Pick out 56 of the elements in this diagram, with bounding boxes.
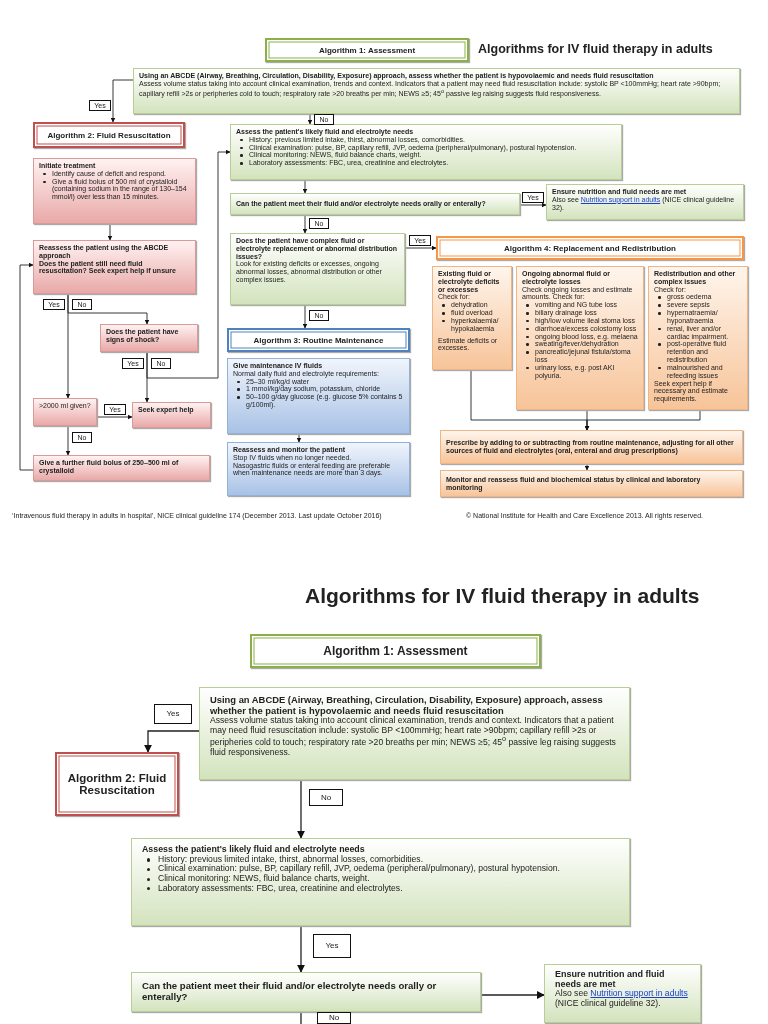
process-box [230, 124, 622, 180]
algorithm-heading-box [227, 328, 410, 352]
process-box [648, 266, 748, 410]
edge-label: No [317, 1012, 351, 1024]
process-box [516, 266, 644, 410]
process-box [199, 687, 630, 780]
algorithm-heading-box [33, 122, 185, 148]
algorithm-heading-box [55, 752, 179, 816]
process-box [230, 233, 405, 305]
body-text: Also see Nutrition support in adults (NICE clinical guideline 32). [555, 989, 689, 1009]
process-box [33, 398, 97, 426]
heading-text: Can the patient meet their fluid and/or electrolyte needs orally or enterally? [142, 981, 438, 1003]
algorithm-heading-box [436, 236, 744, 260]
process-box [432, 266, 512, 370]
arrow [144, 730, 200, 753]
algorithm-heading-box [265, 38, 469, 62]
heading-text: Algorithm 2: Fluid Resuscitation [66, 772, 168, 796]
process-box [440, 430, 743, 464]
body-text: Assess volume status taking into account clinical examination, trends and context. Indicators that a patient may need fluid resuscitation include: systolic BP <100mmHg; heart rate >90bpm; capillary refill >2s or peripheries cold to touch; respiratory rate >20 breaths per min; NEWS ≥5; 45$^{o}$ passive leg raising suggests fluid responsiveness. [210, 716, 617, 758]
heading-text: Ensure nutrition and fluid needs are met [555, 969, 665, 990]
process-box [100, 324, 198, 352]
bullet-text: Clinical monitoring: NEWS, fluid balance charts, weight. [158, 874, 370, 884]
edge-label: No [309, 789, 343, 806]
arrow [480, 991, 545, 999]
process-box [227, 442, 410, 496]
heading-text: Assess the patient's likely fluid and electrolyte needs [142, 845, 366, 855]
process-box [132, 402, 211, 428]
process-box [546, 184, 744, 220]
algorithm-heading-box [250, 634, 541, 668]
edge-label: Yes [154, 704, 192, 724]
bullet-text: Clinical examination: pulse, BP, capillary refill, JVP, oedema (peripheral/pulmonary), postural hypotension. [158, 864, 560, 875]
heading-text: Algorithm 2: Fluid Resuscitation [47, 130, 171, 140]
title: Algorithms for IV fluid therapy in adults [305, 584, 700, 608]
bullet-text: History: previous limited intake, thirst, abnormal losses, comorbidities. [158, 854, 424, 865]
process-box [131, 972, 481, 1012]
heading-text: Algorithm 1: Assessment [323, 644, 468, 658]
process-box [133, 68, 740, 114]
heading-text: Algorithm 4: Replacement and Redistribution [504, 243, 676, 253]
process-box [131, 838, 630, 926]
heading-text: Algorithm 1: Assessment [318, 45, 416, 55]
bullet-text: Laboratory assessments: FBC, urea, creatinine and electrolytes. [158, 883, 403, 894]
arrow [297, 925, 305, 973]
process-box [33, 240, 196, 294]
process-box [440, 470, 743, 497]
process-box [230, 193, 520, 215]
process-box [544, 964, 701, 1023]
heading-text: Algorithm 3: Routine Maintenance [253, 335, 384, 345]
edge-label: Yes [313, 934, 351, 958]
link: Nutrition support in adults [590, 988, 688, 999]
arrow [584, 463, 590, 471]
process-box [33, 158, 196, 224]
process-box [33, 455, 210, 481]
heading-text: Using an ABCDE (Airway, Breathing, Circulation, Disability, Exposure) approach, assess whether the patient is hypovolaemic and needs fluid resuscitation [210, 695, 603, 717]
arrow [297, 779, 305, 839]
title: Algorithms for IV fluid therapy in adults [478, 42, 713, 56]
process-box [227, 358, 410, 434]
